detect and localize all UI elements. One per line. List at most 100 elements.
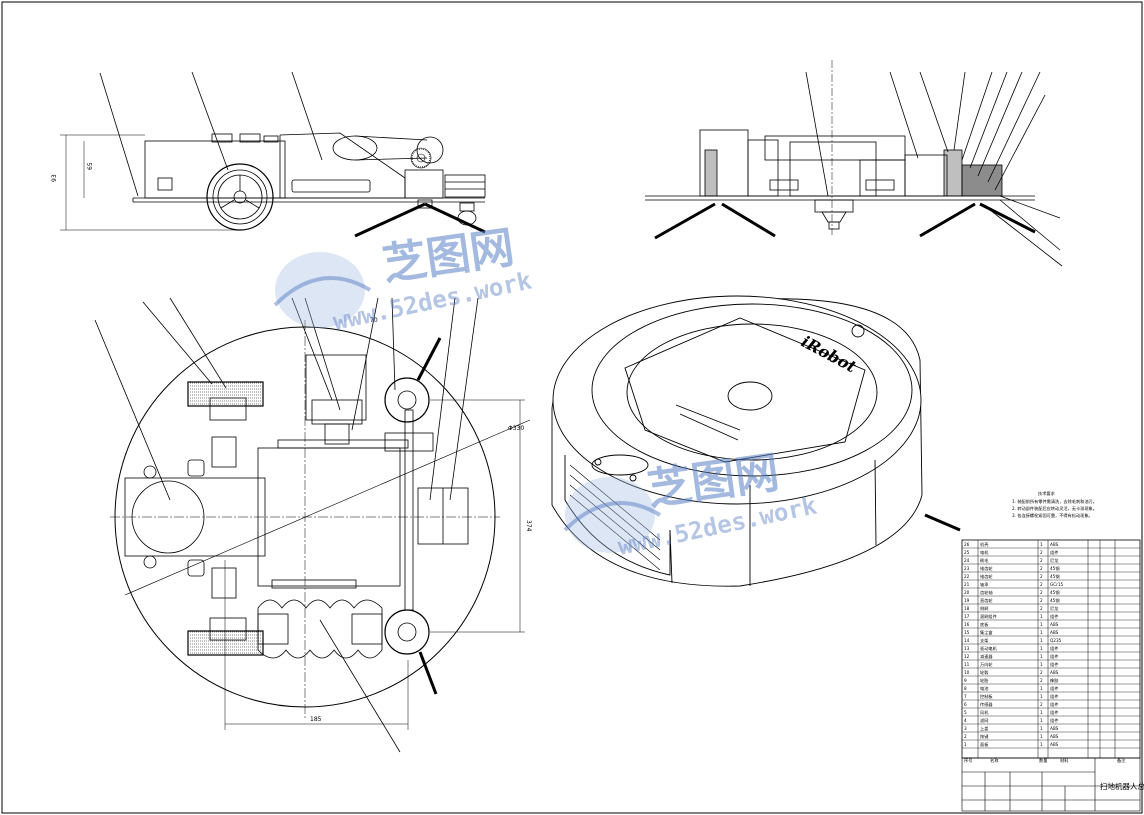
bom-cell-mat: GCr15 — [1050, 582, 1064, 587]
bom-cell-mat: ABS — [1050, 630, 1059, 635]
bom-cell-mat: ABS — [1050, 622, 1059, 627]
bom-cell-qty: 1 — [1040, 718, 1043, 723]
bom-cell-qty: 1 — [1040, 542, 1043, 547]
bom-cell-no: 13 — [964, 646, 970, 651]
bom-cell-name: 直齿轮 — [980, 597, 993, 604]
bom-cell-no: 25 — [964, 550, 970, 555]
bom-cell-qty: 2 — [1040, 670, 1043, 675]
bom-cell-name: 驱动电机 — [980, 645, 998, 652]
bom-cell-name: 万向轮 — [980, 661, 993, 668]
bom-header-note: 备注 — [1117, 757, 1126, 764]
bom-cell-mat: 组件 — [1050, 613, 1058, 620]
side-view — [60, 71, 486, 238]
bom-cell-no: 16 — [964, 622, 970, 627]
top-view — [94, 297, 531, 753]
bom-cell-qty: 1 — [1040, 694, 1043, 699]
bom-header-qty: 数量 — [1039, 757, 1047, 764]
bom-cell-mat: 组件 — [1050, 645, 1058, 652]
dimension-width: 185 — [310, 716, 322, 723]
drawing-title: 扫地机器人总装图 — [1100, 781, 1144, 791]
bom-cell-qty: 1 — [1040, 622, 1043, 627]
note-line-1: 1. 装配前所有零件需清洗，去除毛刺和油污。 — [1012, 498, 1097, 505]
notes-title: 技术要求 — [1038, 490, 1056, 497]
bom-cell-name: 齿轮轴 — [980, 589, 993, 596]
bom-cell-mat: 组件 — [1050, 701, 1058, 708]
bom-cell-no: 10 — [964, 670, 970, 675]
bom-cell-no: 9 — [964, 678, 967, 683]
title-block — [961, 757, 1141, 812]
bom-cell-no: 4 — [964, 718, 967, 723]
bom-cell-no: 14 — [964, 638, 970, 643]
bom-cell-mat: 45钢 — [1050, 597, 1060, 604]
bom-cell-mat: Q235 — [1050, 638, 1062, 643]
bom-cell-name: 面板 — [980, 741, 989, 748]
bom-cell-no: 20 — [964, 590, 970, 595]
bom-cell-qty: 2 — [1040, 678, 1043, 683]
bom-cell-name: 电池 — [980, 685, 989, 691]
bom-cell-qty: 1 — [1040, 710, 1043, 715]
bom-cell-qty: 1 — [1040, 686, 1043, 691]
bom-cell-qty: 2 — [1040, 558, 1043, 563]
bom-cell-qty: 1 — [1040, 654, 1043, 659]
bom-cell-no: 5 — [964, 710, 967, 715]
bom-cell-qty: 2 — [1040, 566, 1043, 571]
bom-cell-mat: ABS — [1050, 742, 1059, 747]
watermark-globe-right — [563, 477, 662, 553]
bom-cell-mat: 45钢 — [1050, 589, 1060, 596]
bom-cell-qty: 1 — [1040, 662, 1043, 667]
bom-cell-name: 风机 — [980, 709, 989, 716]
bom-cell-qty: 2 — [1040, 598, 1043, 603]
bom-cell-name: 侧刷 — [980, 605, 988, 612]
bom-cell-mat: ABS — [1050, 726, 1059, 731]
bom-header-mat: 材料 — [1060, 757, 1069, 764]
bom-cell-mat: 组件 — [1050, 685, 1058, 692]
bom-cell-no: 26 — [964, 542, 970, 547]
bom-cell-name: 传感器 — [980, 701, 993, 708]
bom-cell-mat: 组件 — [1050, 693, 1058, 700]
bom-cell-qty: 2 — [1040, 606, 1043, 611]
dimension-diameter: Φ330 — [508, 425, 524, 432]
bom-cell-qty: 1 — [1040, 734, 1043, 739]
note-line-2: 2. 转动部件装配后应转动灵活，无卡滞现象。 — [1012, 505, 1097, 512]
bom-cell-name: 锥齿轮 — [980, 573, 993, 580]
bom-cell-mat: 组件 — [1050, 661, 1058, 668]
robot-3d-view — [551, 295, 961, 587]
bom-cell-no: 1 — [964, 742, 967, 747]
bom-cell-qty: 1 — [1040, 630, 1043, 635]
note-line-3: 3. 各连接螺栓紧固可靠，不得有松动现象。 — [1012, 512, 1093, 519]
bom-cell-no: 18 — [964, 606, 970, 611]
bom-cell-mat: 组件 — [1050, 653, 1058, 660]
bom-cell-no: 15 — [964, 630, 970, 635]
bom-cell-no: 6 — [964, 702, 967, 707]
bom-cell-name: 控制板 — [980, 693, 993, 700]
bom-cell-name: 支架 — [980, 637, 988, 644]
bom-cell-qty: 2 — [1040, 590, 1043, 595]
bom-cell-qty: 1 — [1040, 638, 1043, 643]
bom-cell-no: 11 — [964, 662, 970, 667]
bom-cell-qty: 2 — [1040, 702, 1043, 707]
bom-cell-qty: 2 — [1040, 582, 1043, 587]
front-view — [645, 60, 1063, 267]
dimension-small: 70 — [370, 317, 378, 324]
bom-cell-qty: 1 — [1040, 646, 1043, 651]
bom-cell-name: 轮毂 — [980, 669, 989, 676]
bom-header-no: 序号 — [964, 757, 972, 764]
bom-cell-no: 22 — [964, 574, 970, 579]
bom-cell-name: 按键 — [980, 733, 989, 740]
bom-header-name: 名称 — [990, 757, 998, 764]
bom-cell-no: 19 — [964, 598, 970, 603]
bom-cell-name: 轮胎 — [980, 677, 989, 684]
bom-cell-no: 21 — [964, 582, 970, 587]
watermark-globe-left — [273, 252, 372, 328]
bom-cell-name: 刷毛 — [980, 557, 989, 564]
bom-cell-mat: ABS — [1050, 734, 1059, 739]
bom-cell-name: 机壳 — [980, 541, 989, 548]
bom-cell-no: 12 — [964, 654, 970, 659]
bom-cell-mat: ABS — [1050, 542, 1059, 547]
dimension-height-a: 93 — [51, 174, 58, 182]
bom-cell-no: 17 — [964, 614, 970, 619]
bom-cell-mat: 组件 — [1050, 549, 1058, 556]
